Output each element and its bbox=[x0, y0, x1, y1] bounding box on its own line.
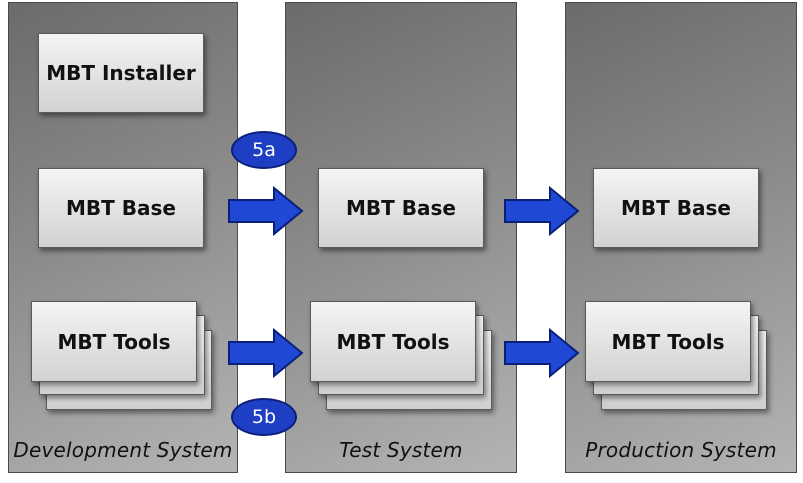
prod-mbt-tools-box: MBT Tools bbox=[585, 301, 751, 382]
arrow-right-icon bbox=[504, 328, 580, 378]
development-system-label: Development System bbox=[13, 438, 233, 462]
arrow-right-icon bbox=[504, 186, 580, 236]
test-system-label: Test System bbox=[339, 438, 463, 462]
dev-mbt-base-box: MBT Base bbox=[38, 168, 204, 248]
step-5b-badge: 5b bbox=[231, 398, 297, 436]
test-mbt-tools-box: MBT Tools bbox=[310, 301, 476, 382]
dev-mbt-tools-box: MBT Tools bbox=[31, 301, 197, 382]
test-mbt-base-box: MBT Base bbox=[318, 168, 484, 248]
arrow-right-icon bbox=[228, 186, 304, 236]
prod-mbt-base-box: MBT Base bbox=[593, 168, 759, 248]
step-5a-badge: 5a bbox=[231, 131, 297, 169]
dev-mbt-installer-box: MBT Installer bbox=[38, 33, 204, 113]
production-system-label: Production System bbox=[585, 438, 777, 462]
arrow-right-icon bbox=[228, 328, 304, 378]
